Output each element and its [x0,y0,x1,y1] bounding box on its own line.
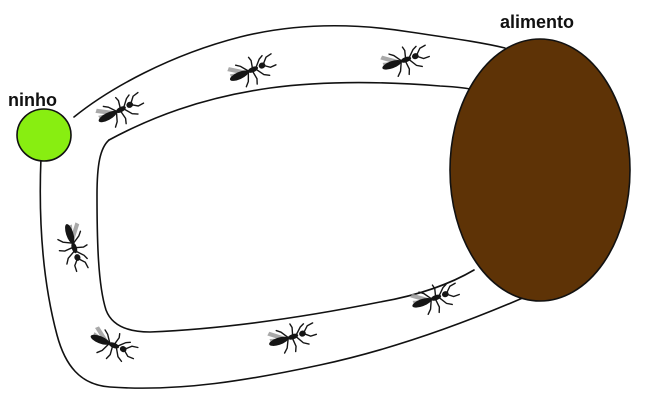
ant-icon [377,38,434,84]
trail-outer-top [73,25,506,118]
nest-circle [16,108,72,162]
trail-inner-top [108,81,475,141]
ant-icon [264,316,321,360]
trail-outer-bottom [39,156,526,389]
trail-outline [39,25,526,389]
food-label: alimento [500,12,574,32]
trail-inner-left [96,139,475,333]
food-ellipse [449,38,631,302]
nest-label: ninho [8,90,57,110]
ant-icon [92,86,149,136]
ant-icon [407,276,464,322]
ant-icon [224,47,281,95]
ant-icon [51,219,95,276]
